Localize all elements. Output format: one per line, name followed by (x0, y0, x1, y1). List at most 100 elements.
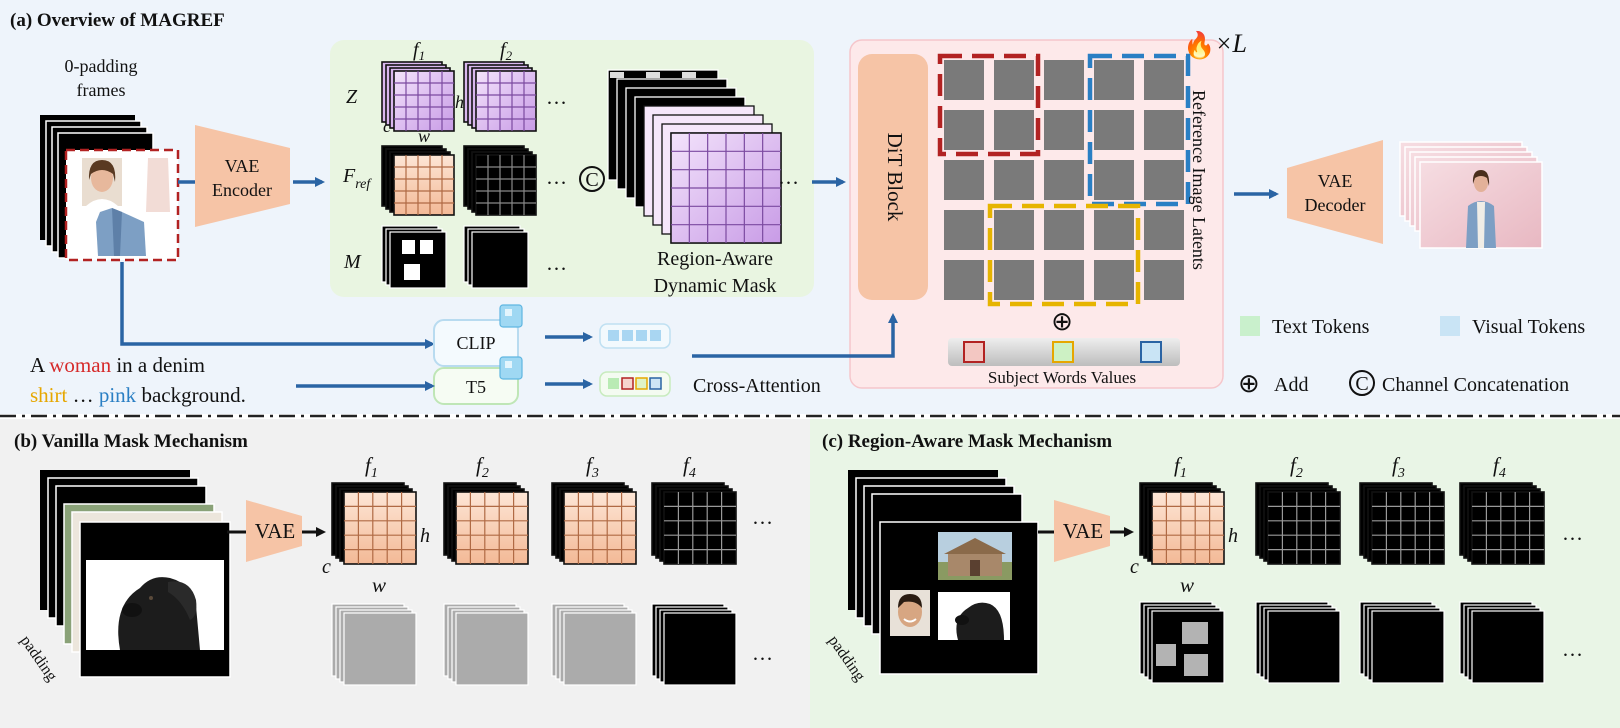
mask-frame (563, 612, 637, 686)
latent-token (994, 160, 1034, 200)
text-token (608, 378, 619, 389)
cross-attention-arrow (692, 313, 898, 358)
t5-frozen-ice-icon (499, 356, 523, 380)
latent-token (944, 60, 984, 100)
latent-token (1044, 110, 1084, 150)
vanilla-mask-f1 (331, 603, 417, 686)
latent-frame (663, 491, 737, 565)
region-aware-latent-grids (1139, 482, 1545, 684)
combined-latent-stack (607, 69, 782, 244)
reference-latents-label: Reference Image Latents (1189, 90, 1209, 270)
mask-cell (610, 72, 624, 78)
vanilla-frame-f4: f4 (683, 453, 696, 481)
latent-frame (475, 154, 537, 216)
latent-frame (1267, 491, 1341, 565)
dim-label-h: h (455, 92, 464, 112)
region-aware-ellipsis-bottom: … (1562, 637, 1583, 661)
mask-cell (682, 72, 696, 78)
vanilla-frame-f3: f3 (586, 453, 599, 481)
vanilla-latent-grids (331, 482, 737, 686)
latent-token (1044, 210, 1084, 250)
mask-region (1182, 622, 1208, 644)
man-face-image (890, 590, 930, 636)
latent-token (1094, 260, 1134, 300)
ellipsis-fref: … (546, 165, 567, 189)
legend-visual-tokens-label: Visual Tokens (1472, 316, 1585, 338)
latent-token (944, 160, 984, 200)
visual-token (650, 330, 661, 341)
latent-token (1144, 260, 1184, 300)
latent-token (1144, 210, 1184, 250)
latent-token (1144, 110, 1184, 150)
vanilla-ellipsis-top: … (752, 505, 773, 529)
subject-words-label: Subject Words Values (988, 368, 1136, 387)
mask-frame (1371, 610, 1445, 684)
legend-channel-concat-label: Channel Concatenation (1382, 374, 1569, 396)
mask-cell (664, 72, 678, 78)
legend-add-icon: ⊕ (1238, 369, 1260, 399)
latent-grid-group (381, 61, 537, 289)
dog-image (118, 577, 200, 650)
region-aware-dim-h: h (1228, 525, 1238, 547)
legend-add-label: Add (1274, 374, 1308, 396)
region-mask-f3 (1359, 601, 1445, 684)
latent-token (1144, 160, 1184, 200)
mask-frame (1267, 610, 1341, 684)
mask-region (402, 240, 415, 254)
latent-token (1094, 160, 1134, 200)
vanilla-dim-w: w (372, 573, 386, 597)
image-to-clip-arrow (120, 262, 435, 349)
mask-f2 (463, 225, 529, 289)
visual-token (636, 330, 647, 341)
panel-a-title: (a) Overview of MAGREF (10, 10, 225, 31)
vanilla-frame-f2: f2 (476, 453, 489, 481)
text-token-woman (621, 377, 634, 390)
vanilla-f1-latent (331, 482, 417, 565)
region-f2-latent (1255, 482, 1341, 565)
region-aware-dim-c: c (1130, 556, 1139, 578)
region-aware-ellipsis-top: … (1562, 521, 1583, 545)
region-aware-vae-block (1054, 500, 1110, 562)
vae-encoder-block (195, 125, 290, 227)
latent-token (994, 210, 1034, 250)
z-latent-f1 (381, 61, 455, 132)
woman-face-image (82, 158, 122, 206)
frame-label-f2: f2 (500, 39, 513, 63)
shirt-region-highlight (987, 203, 1141, 307)
latent-frame (475, 70, 537, 132)
dynamic-mask-label-2: Dynamic Mask (654, 275, 777, 297)
fref-latent-f2 (463, 145, 537, 216)
clip-frozen-ice-icon (499, 304, 523, 328)
latent-token (944, 110, 984, 150)
latent-token (994, 60, 1034, 100)
z-latent-f2 (463, 61, 537, 132)
region-aware-frame-f3: f3 (1392, 453, 1405, 481)
latent-frame (393, 154, 455, 216)
latent-token (944, 210, 984, 250)
latent-frame (563, 491, 637, 565)
frame-label-f1: f1 (413, 39, 425, 63)
latent-token (944, 260, 984, 300)
legend-channel-concat-symbol: C (1355, 373, 1368, 395)
mask-f1 (381, 225, 447, 289)
latent-token (1094, 110, 1134, 150)
latent-frame (1471, 491, 1545, 565)
text-token-pink (649, 377, 662, 390)
vanilla-f3-latent (551, 482, 637, 565)
visual-token (608, 330, 619, 341)
ellipsis-combined: … (778, 165, 799, 189)
prompt-line-2: shirt … pink background. (30, 383, 246, 407)
latent-token (1094, 210, 1134, 250)
add-icon: ⊕ (1051, 307, 1073, 337)
region-mask-f4 (1459, 601, 1545, 684)
vanilla-f4-latent (651, 482, 737, 565)
dit-block (858, 54, 928, 300)
vanilla-frame-f1: f1 (365, 453, 378, 481)
vanilla-dim-h: h (420, 525, 430, 547)
mask-frame (1471, 610, 1545, 684)
latent-frame (393, 70, 455, 132)
vanilla-mask-f2 (443, 603, 529, 686)
vae-decoder-label-2: Decoder (1305, 195, 1366, 215)
